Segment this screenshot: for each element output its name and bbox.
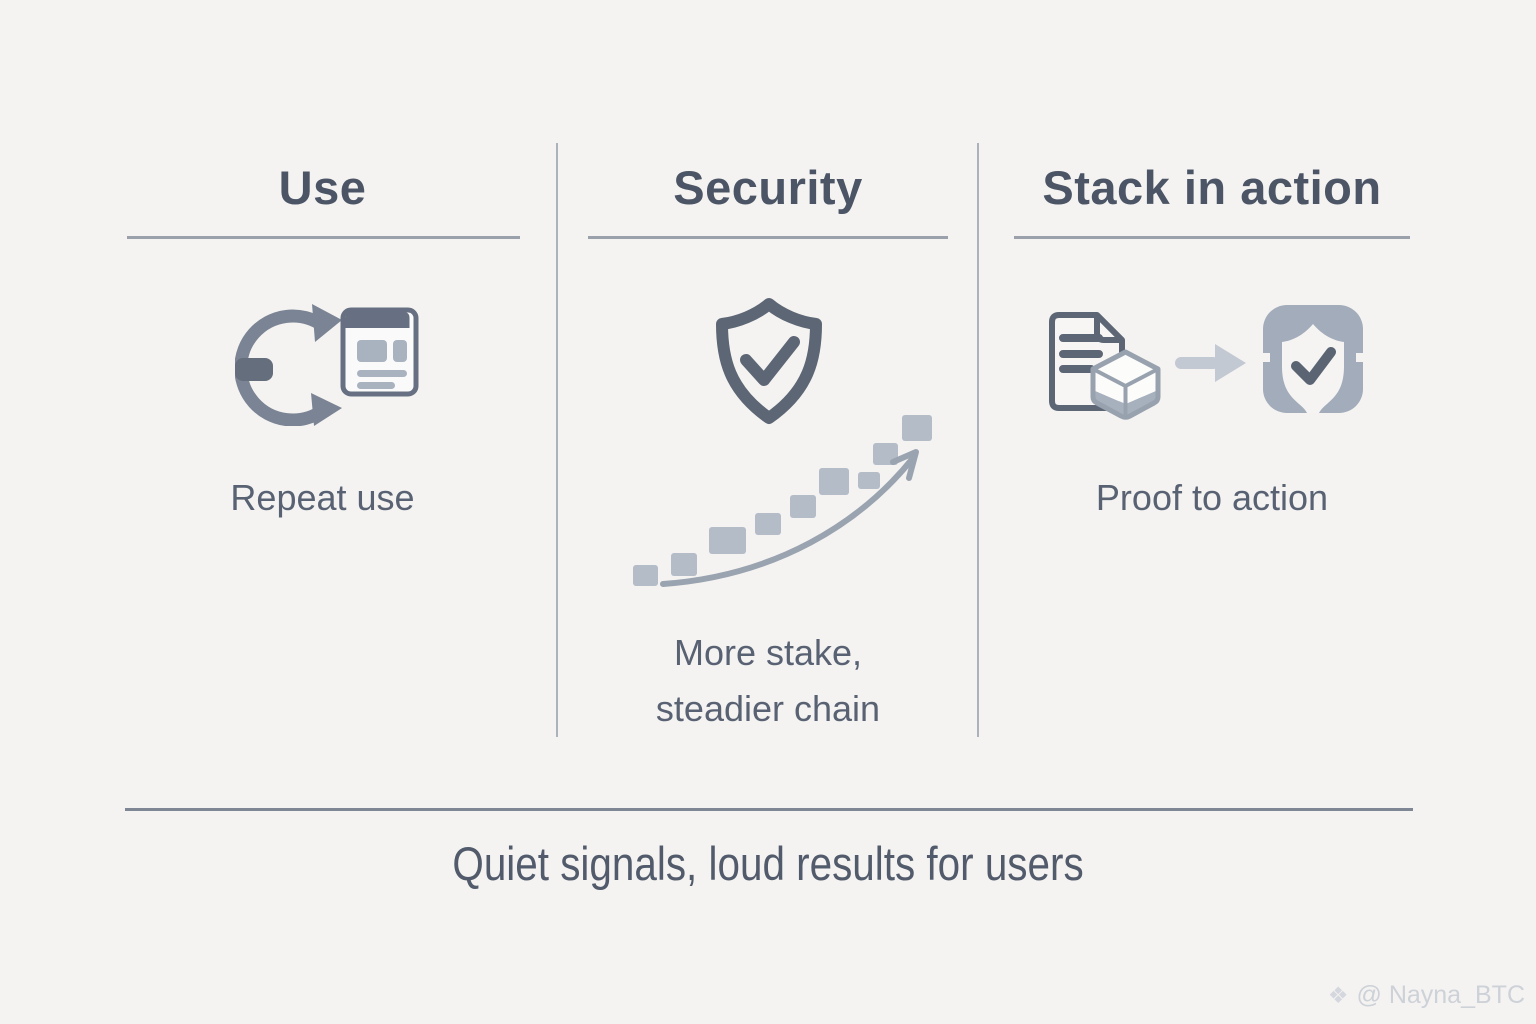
growth-arrow-icon [660,449,919,587]
shield-check-icon [716,298,822,424]
underline-security [588,236,948,239]
column-divider-left [556,143,558,737]
tagline-text: Quiet signals, loud results for users [452,837,1084,890]
proof-to-action-icons [1049,305,1368,420]
underline-use [127,236,520,239]
bottom-rule [125,808,1413,811]
tagline: Quiet signals, loud results for users [0,836,1536,891]
column-divider-right [977,143,979,737]
caption-repeat-use: Repeat use [230,477,415,518]
browser-window-icon [340,307,419,397]
growth-steps-icon [633,415,932,587]
caption-more-stake: More stake, [673,632,863,673]
badge-check-icon [1258,305,1368,413]
arrow-right-icon [1175,344,1246,382]
watermark: ❖ @ Nayna_BTC [1328,981,1525,1010]
caption-proof-to-action: Proof to action [1095,477,1329,518]
caption-steadier-chain: steadier chain [655,688,881,729]
column-title-security: Security [673,161,863,214]
cube-icon [1090,349,1161,420]
watermark-text: @ Nayna_BTC [1356,981,1526,1009]
column-title-stack-in-action: Stack in action [1042,161,1382,214]
diamond-logo-icon: ❖ [1327,982,1349,1008]
underline-stack [1014,236,1410,239]
column-title-use: Use [278,161,367,214]
repeat-cycle-icon [235,304,419,426]
